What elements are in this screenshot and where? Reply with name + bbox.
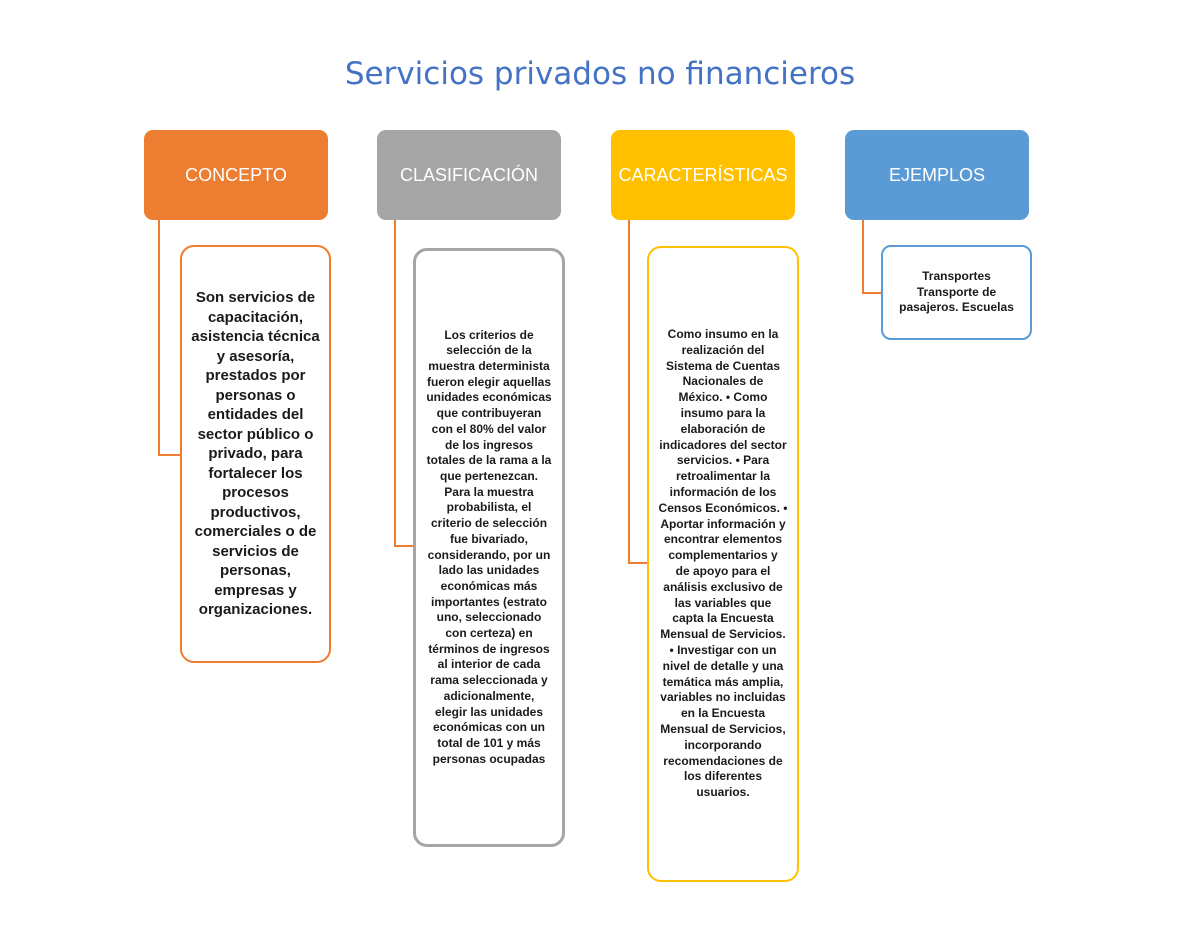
header-clasificacion-label: CLASIFICACIÓN	[399, 164, 539, 185]
header-clasificacion: CLASIFICACIÓN	[377, 130, 561, 220]
box-concepto: Son servicios de capacitación, asistenci…	[180, 245, 331, 663]
diagram-title: Servicios privados no financieros	[344, 56, 856, 92]
box-ejemplos-text: Transportes Transporte de pasajeros. Esc…	[899, 269, 1014, 315]
box-caracteristicas: Como insumo en la realización del Sistem…	[647, 246, 799, 882]
box-clasificacion-text: Los criterios de selección de la muestra…	[426, 327, 552, 766]
connector-ejemplos	[862, 220, 884, 294]
header-caracteristicas-label: CARACTERÍSTICAS	[618, 164, 788, 185]
box-clasificacion: Los criterios de selección de la muestra…	[413, 248, 565, 847]
header-concepto: CONCEPTO	[144, 130, 328, 220]
header-concepto-label: CONCEPTO	[185, 164, 287, 185]
connector-clasificacion	[394, 220, 416, 547]
box-ejemplos: Transportes Transporte de pasajeros. Esc…	[881, 245, 1032, 340]
header-ejemplos-label: EJEMPLOS	[888, 164, 986, 185]
connector-concepto	[158, 220, 182, 456]
connector-caracteristicas	[628, 220, 650, 564]
box-concepto-text: Son servicios de capacitación, asistenci…	[191, 289, 320, 619]
box-caracteristicas-text: Como insumo en la realización del Sistem…	[658, 327, 788, 800]
header-ejemplos: EJEMPLOS	[845, 130, 1029, 220]
header-caracteristicas: CARACTERÍSTICAS	[611, 130, 795, 220]
